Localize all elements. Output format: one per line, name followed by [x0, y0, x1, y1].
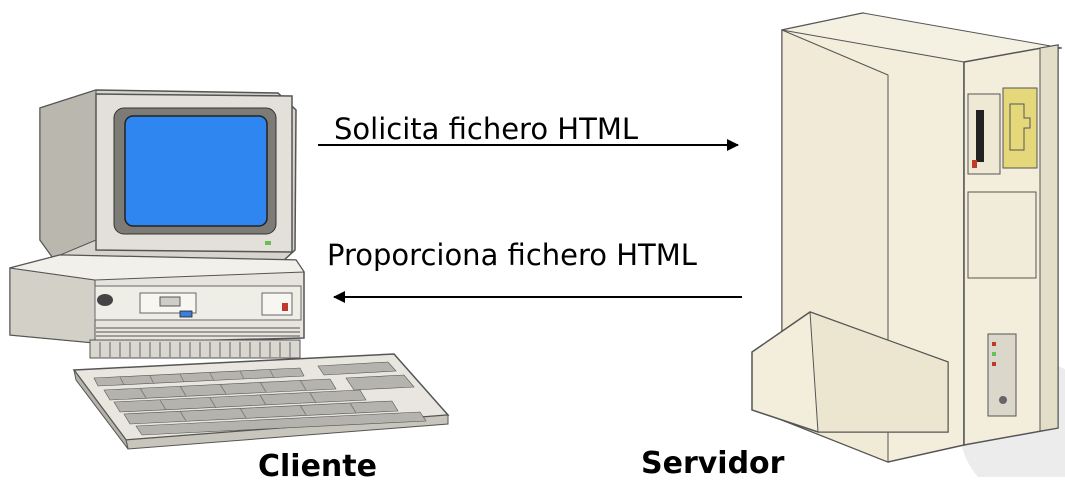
client-label: Cliente: [258, 449, 377, 484]
desktop-computer-icon: [9, 89, 450, 450]
response-label: Proporciona fichero HTML: [327, 238, 697, 272]
request-label: Solicita fichero HTML: [334, 112, 639, 146]
tower-server-icon: [751, 12, 1065, 477]
screen: [124, 115, 268, 227]
server-label: Servidor: [641, 446, 785, 481]
